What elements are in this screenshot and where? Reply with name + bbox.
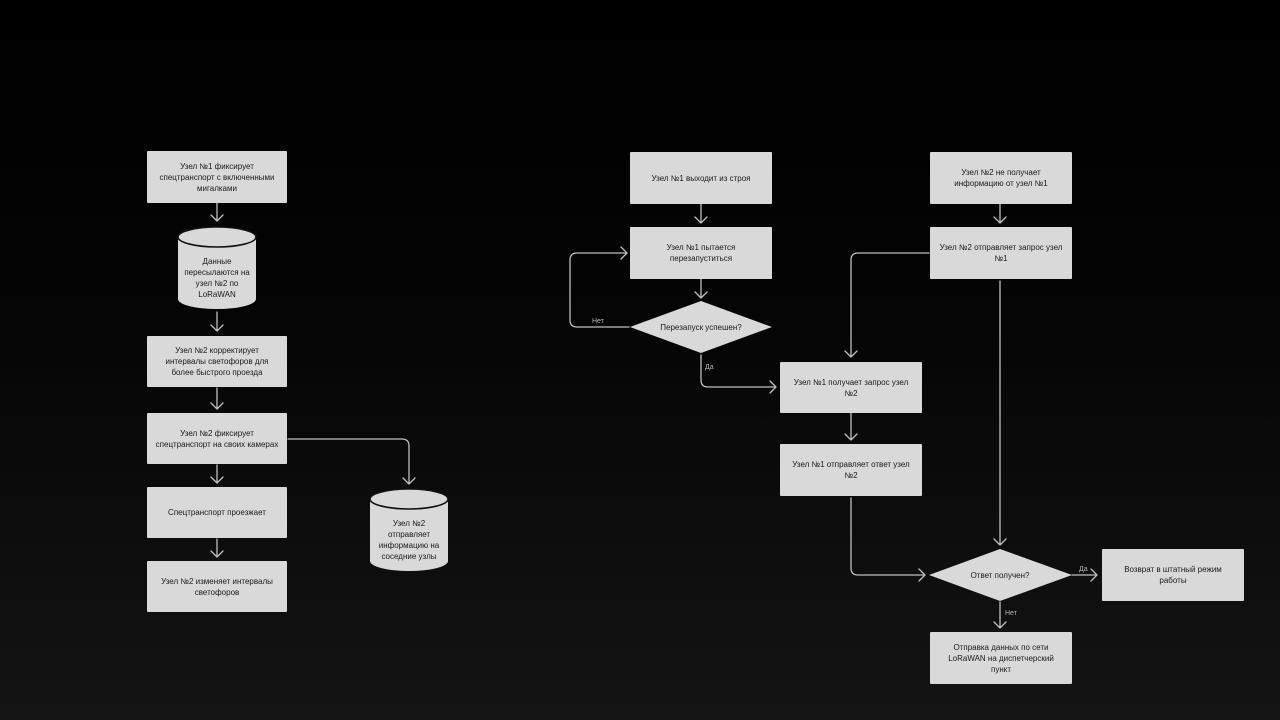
edge-label-answer-no: Нет xyxy=(1005,610,1017,617)
connector-c2-d1 xyxy=(851,498,925,581)
decision-label-a3: Перезапуск успешен? xyxy=(660,322,742,332)
connector-db1-n2 xyxy=(211,312,223,331)
connector-d1-d2-yes xyxy=(1072,569,1097,581)
decision-shape-a3 xyxy=(630,301,772,353)
process-node-n1: Узел №1 фиксирует спецтранспорт с включе… xyxy=(147,151,287,203)
database-shape-db1 xyxy=(177,226,257,309)
process-node-n2: Узел №2 корректирует интервалы светофоро… xyxy=(147,336,287,387)
process-node-a2: Узел №1 пытается перезапуститься xyxy=(630,227,772,279)
connector-n4-n5 xyxy=(211,539,223,557)
connector-n3-n4 xyxy=(211,465,223,483)
process-node-d3: Отправка данных по сети LoRaWAN на диспе… xyxy=(930,632,1072,684)
connector-a1-a2 xyxy=(695,204,707,223)
process-node-b1: Узел №2 не получает информацию от узел №… xyxy=(930,152,1072,204)
edge-label-restart-yes: Да xyxy=(705,364,714,371)
process-node-n5: Узел №2 изменяет интервалы светофоров xyxy=(147,561,287,612)
connector-n2-n3 xyxy=(211,388,223,409)
connector-b2-d1 xyxy=(994,281,1006,545)
database-label-db2: Узел №2 отправляет информацию на соседни… xyxy=(378,519,440,561)
process-node-d2: Возврат в штатный режим работы xyxy=(1102,549,1244,601)
process-node-a1: Узел №1 выходит из строя xyxy=(630,152,772,204)
process-node-c2: Узел №1 отправляет ответ узел №2 xyxy=(780,444,922,496)
connector-n3-db2 xyxy=(288,439,415,484)
process-node-n3: Узел №2 фиксирует спецтранспорт на своих… xyxy=(147,413,287,464)
connector-a3-a2-no xyxy=(570,247,629,327)
connector-c1-c2 xyxy=(845,413,857,440)
process-node-b2: Узел №2 отправляет запрос узел №1 xyxy=(930,227,1072,279)
connector-a3-c1-yes xyxy=(701,355,776,393)
decision-label-d1: Ответ получен? xyxy=(970,570,1030,580)
connector-a2-a3 xyxy=(695,279,707,298)
database-shape-db2 xyxy=(369,488,449,571)
process-node-c1: Узел №1 получает запрос узел №2 xyxy=(780,362,922,413)
process-node-n4: Спецтранспорт проезжает xyxy=(147,487,287,538)
connector-n1-db1 xyxy=(211,203,223,221)
connector-b1-b2 xyxy=(994,204,1006,223)
connector-d1-d3-no xyxy=(994,602,1006,628)
database-label-db1: Данные пересылаются на узел №2 по LoRaWA… xyxy=(184,257,250,299)
edge-label-restart-no: Нет xyxy=(592,318,604,325)
connector-b2-c1 xyxy=(845,253,929,357)
edge-label-answer-yes: Да xyxy=(1079,566,1088,573)
decision-shape-d1 xyxy=(929,549,1072,601)
